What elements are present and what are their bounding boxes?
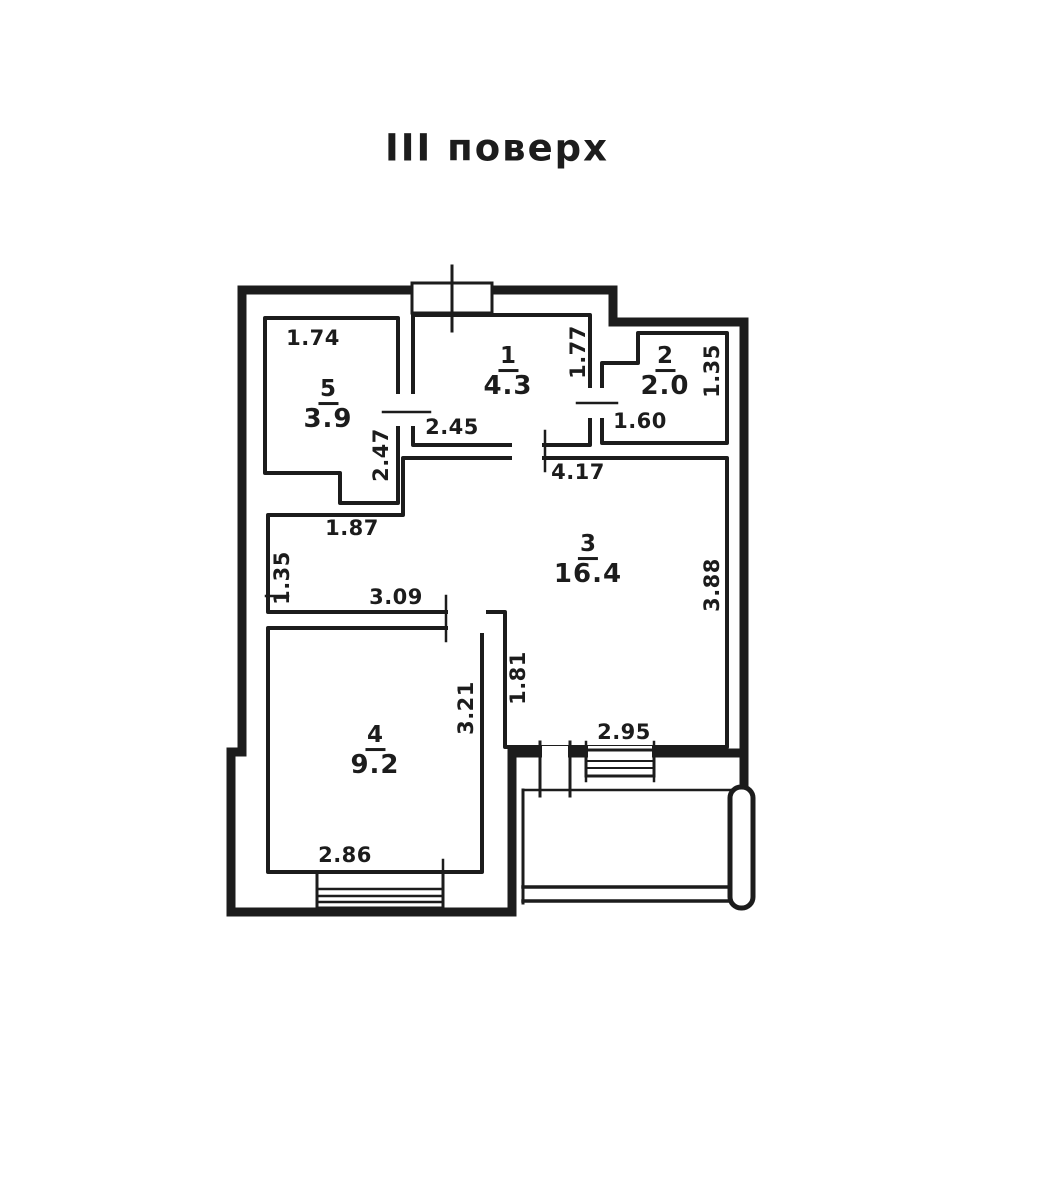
dim-hall-bottom-width: 3.09 (369, 585, 423, 609)
room-1-area: 4.3 (483, 370, 533, 401)
room-4-number: 4 (364, 723, 385, 751)
room-2-number: 2 (654, 344, 675, 372)
room-2-label: 2 2.0 (640, 344, 689, 400)
room-3-number: 3 (577, 532, 598, 560)
room-4-label: 4 9.2 (350, 723, 399, 779)
room-1-number: 1 (497, 344, 518, 372)
room-1-label: 1 4.3 (483, 344, 532, 400)
opening-room1-room3 (512, 440, 542, 464)
dim-room4-bottom-width: 2.86 (318, 843, 372, 867)
room-5-outline (263, 316, 400, 505)
opening-room5-room1 (393, 394, 417, 426)
room-3-outline (266, 456, 729, 749)
dim-hall-left-height: 1.35 (270, 551, 294, 605)
room-4-area: 9.2 (350, 749, 400, 780)
outer-wall-contour (226, 285, 749, 917)
opening-room3-window (588, 746, 652, 760)
room-1-outline (411, 313, 592, 447)
dim-room1-right-height: 1.77 (566, 325, 590, 379)
room-2-outline (600, 331, 729, 445)
dim-hall-top-width: 1.87 (325, 516, 379, 540)
opening-hall-room4 (448, 607, 486, 633)
dim-room3-bottom-width: 2.95 (597, 720, 651, 744)
room-5-number: 5 (317, 377, 338, 405)
dim-room1-bottom-width: 2.45 (425, 415, 479, 439)
room-5-area: 3.9 (303, 403, 353, 434)
room-5-label: 5 3.9 (303, 377, 352, 433)
room-3-label: 3 16.4 (554, 532, 622, 588)
dim-room3-right-height: 3.88 (700, 558, 724, 612)
room-3-area: 16.4 (553, 558, 623, 589)
dim-room3-left-lower-height: 1.81 (506, 651, 530, 705)
balcony-post (727, 784, 756, 911)
page-title: III поверх (384, 126, 610, 170)
opening-balcony-door (542, 746, 568, 760)
dim-room5-wall-height: 2.47 (369, 428, 393, 482)
dim-room3-top-width: 4.17 (551, 460, 605, 484)
room-2-area: 2.0 (640, 370, 690, 401)
dim-room2-right-height: 1.35 (700, 344, 724, 398)
dim-room2-bottom-width: 1.60 (613, 409, 667, 433)
dim-room5-top-width: 1.74 (286, 326, 340, 350)
dim-room4-right-height: 3.21 (454, 681, 478, 735)
